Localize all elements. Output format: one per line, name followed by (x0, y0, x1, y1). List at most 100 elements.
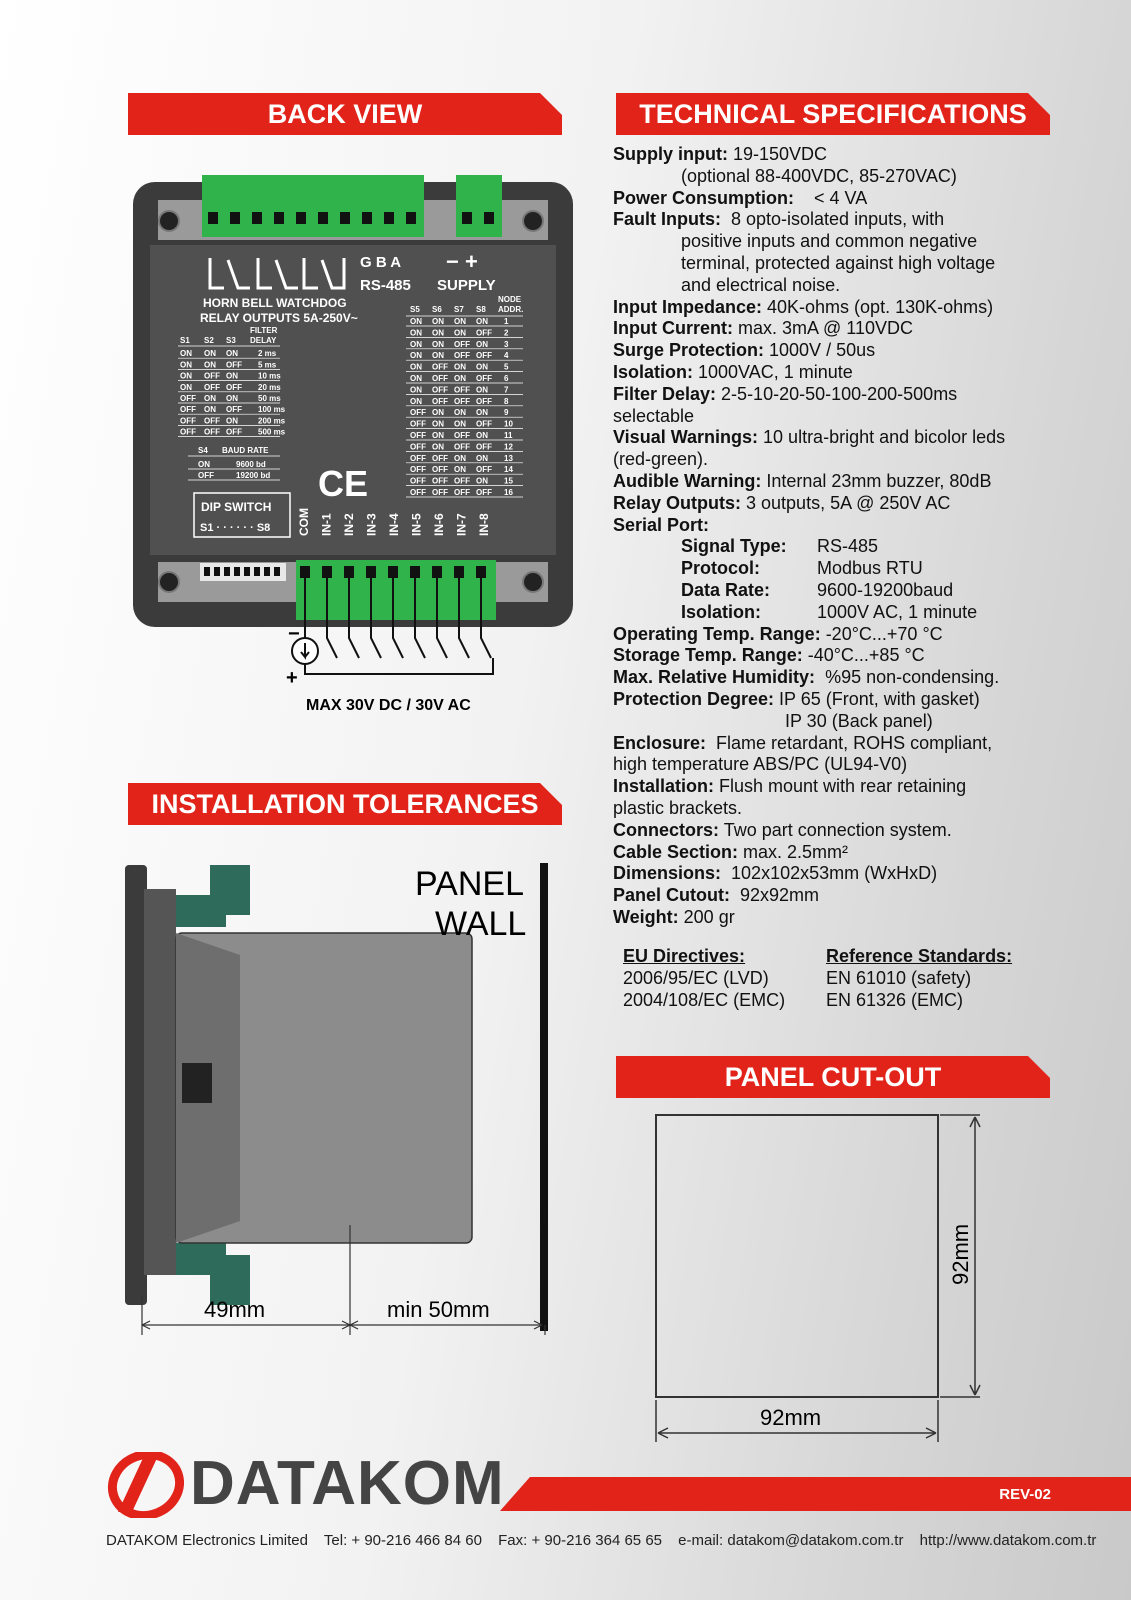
max-voltage-label: MAX 30V DC / 30V AC (306, 697, 471, 714)
node-cell: ON (454, 408, 466, 417)
node-cell: 10 (504, 420, 513, 429)
input-label: IN-2 (342, 513, 356, 536)
input-label: IN-5 (410, 513, 424, 536)
node-header: S6 (432, 305, 442, 314)
node-header: S8 (476, 305, 486, 314)
bracket-bottom-base (176, 1243, 226, 1275)
installation-heading: INSTALLATION TOLERANCES (128, 783, 562, 825)
node-cell: ON (454, 454, 466, 463)
node-cell: OFF (476, 420, 492, 429)
wall-label: WALL (435, 905, 526, 943)
ce-mark: CE (318, 463, 368, 504)
filter-cell: 200 ms (258, 416, 286, 425)
node-cell: ON (476, 385, 488, 394)
node-cell: 13 (504, 454, 513, 463)
node-cell: 7 (504, 385, 509, 394)
website-link[interactable]: http://www.datakom.com.tr (919, 1532, 1097, 1549)
plus-label: + (286, 667, 298, 689)
front-bezel (125, 865, 147, 1305)
filter-header: S1 (180, 336, 190, 345)
relay-terminal-block (202, 175, 424, 237)
node-cell: ON (476, 317, 488, 326)
filter-cell: 20 ms (258, 383, 281, 392)
node-cell: OFF (432, 477, 448, 486)
node-cell: OFF (432, 465, 448, 474)
node-cell: OFF (410, 454, 426, 463)
screw-tl (158, 210, 180, 232)
node-cell: OFF (410, 431, 426, 440)
filter-cell: ON (226, 394, 238, 403)
node-cell: ON (476, 363, 488, 372)
node-cell: OFF (454, 397, 470, 406)
node-cell: ON (432, 328, 444, 337)
node-header: ADDR. (498, 305, 523, 314)
filter-cell: ON (204, 394, 216, 403)
reference-standards: Reference Standards: EN 61010 (safety) E… (826, 946, 1013, 1010)
node-cell: OFF (476, 374, 492, 383)
panel-label: PANEL (415, 865, 524, 903)
node-cell: OFF (476, 328, 492, 337)
spec-list: Supply input: 19-150VDC (optional 88-400… (613, 144, 1006, 927)
node-cell: ON (410, 317, 422, 326)
node-cell: ON (410, 385, 422, 394)
node-cell: 15 (504, 477, 513, 486)
filter-cell: ON (180, 383, 192, 392)
node-cell: OFF (432, 397, 448, 406)
node-cell: ON (454, 328, 466, 337)
filter-cell: OFF (204, 372, 220, 381)
node-cell: ON (454, 420, 466, 429)
relay-names: HORN BELL WATCHDOG (203, 296, 347, 310)
filter-header: DELAY (250, 336, 277, 345)
filter-header: S3 (226, 336, 236, 345)
node-cell: ON (476, 477, 488, 486)
baud-cell: OFF (198, 471, 214, 480)
node-header: S5 (410, 305, 420, 314)
node-cell: OFF (410, 420, 426, 429)
node-cell: ON (454, 317, 466, 326)
datakom-logo-icon (107, 1452, 184, 1518)
node-cell: 11 (504, 431, 513, 440)
node-cell: OFF (454, 340, 470, 349)
relay-contact-symbols (208, 258, 346, 290)
node-cell: OFF (454, 488, 470, 497)
node-cell: OFF (476, 351, 492, 360)
node-cell: 6 (504, 374, 509, 383)
baud-cell: 19200 bd (236, 471, 270, 480)
email-link[interactable]: e-mail: datakom@datakom.com.tr (678, 1532, 904, 1549)
filter-cell: ON (204, 360, 216, 369)
input-label: IN-3 (365, 513, 379, 536)
filter-cell: OFF (226, 405, 242, 414)
filter-cell: ON (180, 372, 192, 381)
filter-cell: ON (226, 372, 238, 381)
filter-cell: 5 ms (258, 360, 277, 369)
filter-header: FILTER (250, 326, 278, 335)
node-cell: OFF (410, 488, 426, 497)
bracket-top-base (176, 895, 226, 927)
cutout-heading: PANEL CUT-OUT (616, 1056, 1050, 1098)
node-cell: ON (410, 328, 422, 337)
node-cell: ON (432, 431, 444, 440)
node-cell: 16 (504, 488, 513, 497)
input-label: IN-6 (432, 513, 446, 536)
supply-label: SUPPLY (437, 277, 496, 294)
input-label: IN-7 (455, 513, 469, 536)
node-cell: OFF (454, 477, 470, 486)
node-cell: ON (410, 340, 422, 349)
node-cell: 4 (504, 351, 509, 360)
filter-cell: ON (226, 416, 238, 425)
filter-cell: 2 ms (258, 349, 277, 358)
node-cell: ON (432, 420, 444, 429)
node-cell: 14 (504, 465, 513, 474)
node-cell: 5 (504, 363, 509, 372)
cutout-dimension-lines (655, 1114, 981, 1442)
company-name: DATAKOM Electronics Limited (106, 1532, 308, 1549)
node-cell: OFF (432, 363, 448, 372)
filter-cell: OFF (180, 405, 196, 414)
depth-dimension: 49mm (204, 1297, 265, 1322)
filter-cell: ON (226, 349, 238, 358)
node-cell: OFF (410, 442, 426, 451)
node-cell: OFF (476, 488, 492, 497)
